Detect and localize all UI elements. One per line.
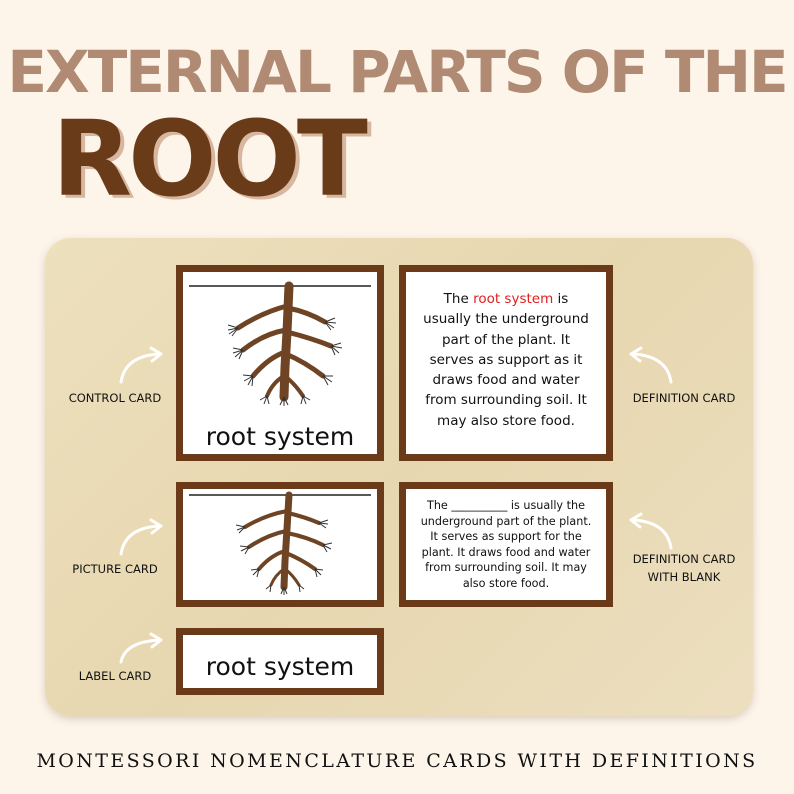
definition-suffix: is usually the underground part of the p… [423,291,589,429]
picture-card [176,482,384,607]
label-card: root system [176,628,384,695]
label-card-side-label: LABEL CARD [78,669,152,683]
definition-blank-card: The __________ is usually the undergroun… [399,482,613,607]
label-card-caption: root system [205,652,355,681]
picture-card-side-label: PICTURE CARD [72,562,158,576]
definition-blank-side-label-2: WITH BLANK [647,570,721,584]
arrow-to-control-card-icon [119,346,163,384]
footer-text: MONTESSORI NOMENCLATURE CARDS WITH DEFIN… [36,750,758,772]
definition-prefix: The [443,291,474,307]
control-card-caption: root system [205,422,355,451]
control-card: root system [176,265,384,461]
definition-blank-text: The __________ is usually the undergroun… [420,499,592,590]
arrow-to-label-card-icon [119,632,163,664]
title-line-2: ROOT [52,98,368,220]
control-card-side-label: CONTROL CARD [68,391,162,405]
root-system-illustration [189,281,371,406]
definition-card: The root system is usually the undergrou… [399,265,613,461]
definition-blank-side-label-1: DEFINITION CARD [632,552,736,566]
root-system-picture [189,491,371,595]
arrow-to-definition-blank-card-icon [629,512,673,550]
definition-text: The root system is usually the undergrou… [418,289,594,431]
arrow-to-picture-card-icon [119,518,163,556]
arrow-to-definition-card-icon [629,346,673,384]
title-line-1: EXTERNAL PARTS OF THE [7,38,788,106]
definition-highlight: root system [473,291,554,307]
definition-card-side-label: DEFINITION CARD [632,391,736,405]
